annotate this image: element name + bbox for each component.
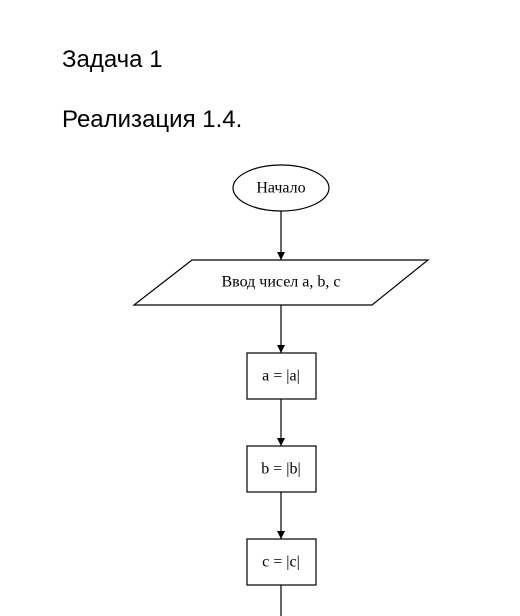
task-title: Задача 1 [62, 46, 163, 73]
process-box-a [246, 352, 317, 400]
process-box-c [246, 538, 317, 586]
process-label-a: a = |a| [262, 368, 300, 385]
process-label-c: c = |c| [262, 554, 300, 571]
process-node-a: a = |a| [246, 352, 317, 400]
process-node-b: b = |b| [246, 445, 317, 493]
start-label: Начало [256, 180, 305, 197]
input-parallelogram [132, 259, 430, 306]
process-box-b [246, 445, 317, 493]
implementation-title: Реализация 1.4. [62, 106, 243, 133]
process-label-b: b = |b| [261, 461, 300, 478]
input-node: Ввод чисел a, b, c [132, 259, 430, 306]
start-node: Начало [232, 164, 330, 212]
process-node-c: c = |c| [246, 538, 317, 586]
input-label: Ввод чисел a, b, c [222, 274, 341, 291]
